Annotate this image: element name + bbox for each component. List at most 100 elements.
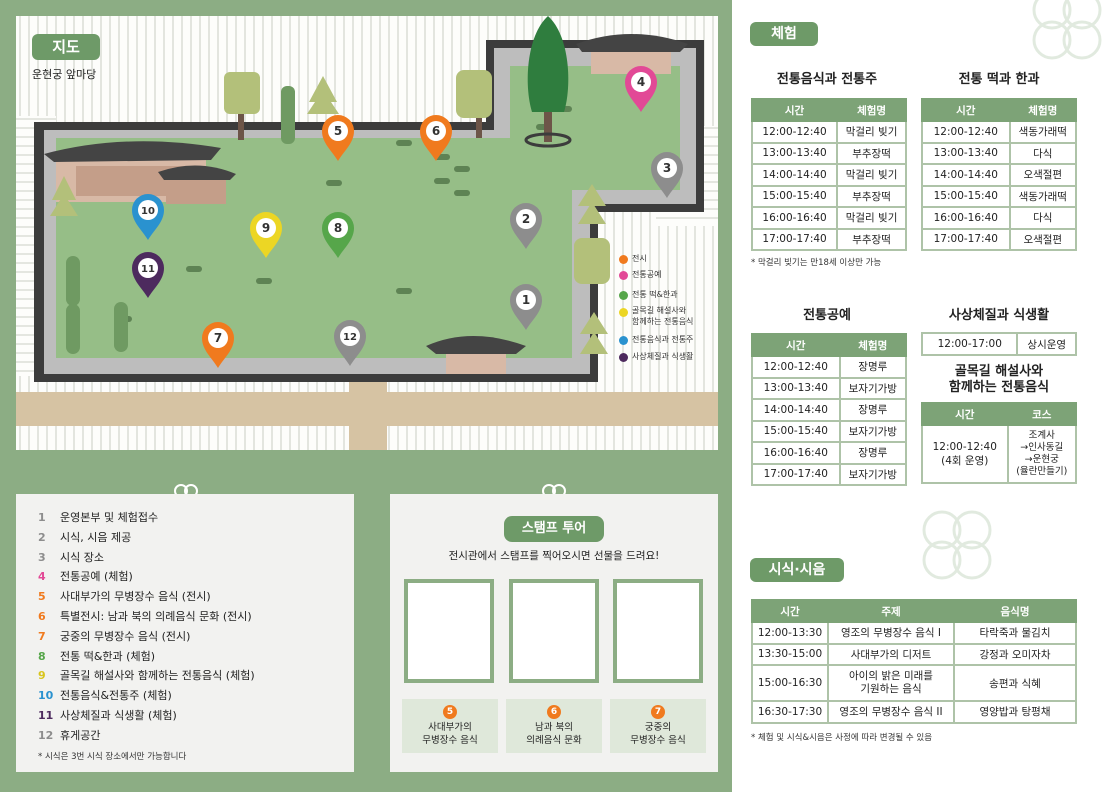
svg-text:10: 10 (141, 206, 155, 217)
table-row: 12:00-12:40(4회 운영) 조계사→인사동길→운현궁(율란만들기) (921, 424, 1077, 484)
legend-label-alley-2: 함께하는 전통음식 (632, 317, 694, 326)
list-num: 8 (38, 649, 46, 663)
legend-dot-exhibit (619, 255, 628, 264)
list-num: 4 (38, 570, 46, 584)
clover-deco-icon (1032, 0, 1102, 60)
legend-dot-constitution (619, 353, 628, 362)
map-pin-12[interactable]: 12 (334, 320, 366, 366)
list-num: 3 (38, 550, 46, 564)
stamp-badge: 7 (651, 705, 665, 719)
legend-dot-ricecake (619, 291, 628, 300)
list-num: 6 (38, 610, 46, 623)
stamp-square (613, 579, 703, 683)
list-num: 12 (38, 728, 54, 742)
legend-label-exhibit: 전시 (632, 254, 647, 263)
map-pin-3[interactable]: 3 (651, 152, 683, 198)
table4-title: 사상체질과 식생활 (948, 308, 1050, 323)
stamp-title: 스탬프 투어 (504, 516, 604, 542)
tasting-note: * 체험 및 시식&시음은 사정에 따라 변경될 수 있음 (751, 733, 933, 743)
svg-text:3: 3 (663, 161, 671, 175)
table1-note: * 막걸리 빚기는 만18세 이상만 가능 (751, 258, 882, 268)
map-pin-6[interactable]: 6 (420, 115, 452, 161)
stamp-card: 7 궁중의 무병장수 음식 (610, 699, 706, 753)
stamp-tour: 스탬프 투어 전시관에서 스탬프를 찍어오시면 선물을 드려요! 5 사대부가의… (390, 494, 718, 772)
map-pin-11[interactable]: 11 (132, 252, 164, 298)
svg-text:6: 6 (432, 124, 440, 138)
clover-deco-icon (922, 510, 992, 580)
svg-text:8: 8 (334, 221, 342, 235)
list-num: 10 (38, 689, 54, 703)
stamp-card: 5 사대부가의 무병장수 음식 (402, 699, 498, 753)
experience-title: 체험 (750, 22, 818, 46)
map-pin-7[interactable]: 7 (202, 322, 234, 368)
list-num: 2 (38, 530, 46, 544)
list-num: 9 (38, 669, 46, 683)
svg-text:1: 1 (522, 293, 530, 307)
svg-text:4: 4 (637, 75, 645, 89)
map-pin-1[interactable]: 1 (510, 284, 542, 330)
legend-label-constitution: 사상체질과 식생활 (632, 352, 694, 361)
table2-title: 전통 떡과 한과 (958, 72, 1040, 87)
svg-text:2: 2 (522, 212, 530, 226)
map-pin-10[interactable]: 10 (132, 194, 164, 240)
map-subtitle: 운현궁 앞마당 (32, 68, 97, 81)
stamp-badge: 5 (443, 705, 457, 719)
map-pin-9[interactable]: 9 (250, 212, 282, 258)
list-num: 5 (38, 590, 46, 604)
legend-dot-alley (619, 308, 628, 317)
map-pin-4[interactable]: 4 (625, 66, 657, 112)
map-title: 지도 (32, 34, 100, 60)
svg-text:7: 7 (214, 331, 222, 345)
legend-label-ricecake: 전통 떡&한과 (632, 290, 678, 299)
svg-text:12: 12 (343, 332, 357, 343)
map-pin-5[interactable]: 5 (322, 115, 354, 161)
map-pin-8[interactable]: 8 (322, 212, 354, 258)
table3-title: 전통공예 (803, 308, 851, 323)
svg-text:11: 11 (141, 264, 155, 275)
legend-label-liquor: 전통음식과 전통주 (632, 335, 694, 344)
list-note: * 시식은 3번 시식 장소에서만 가능합니다 (38, 752, 187, 762)
map-pin-2[interactable]: 2 (510, 203, 542, 249)
tasting-title: 시식·시음 (750, 558, 844, 582)
svg-text:9: 9 (262, 221, 270, 235)
list-num: 7 (38, 629, 46, 643)
list-num: 11 (38, 709, 54, 722)
stamp-square (509, 579, 599, 683)
legend-label-craft: 전통공예 (632, 270, 662, 279)
stamp-badge: 6 (547, 705, 561, 719)
